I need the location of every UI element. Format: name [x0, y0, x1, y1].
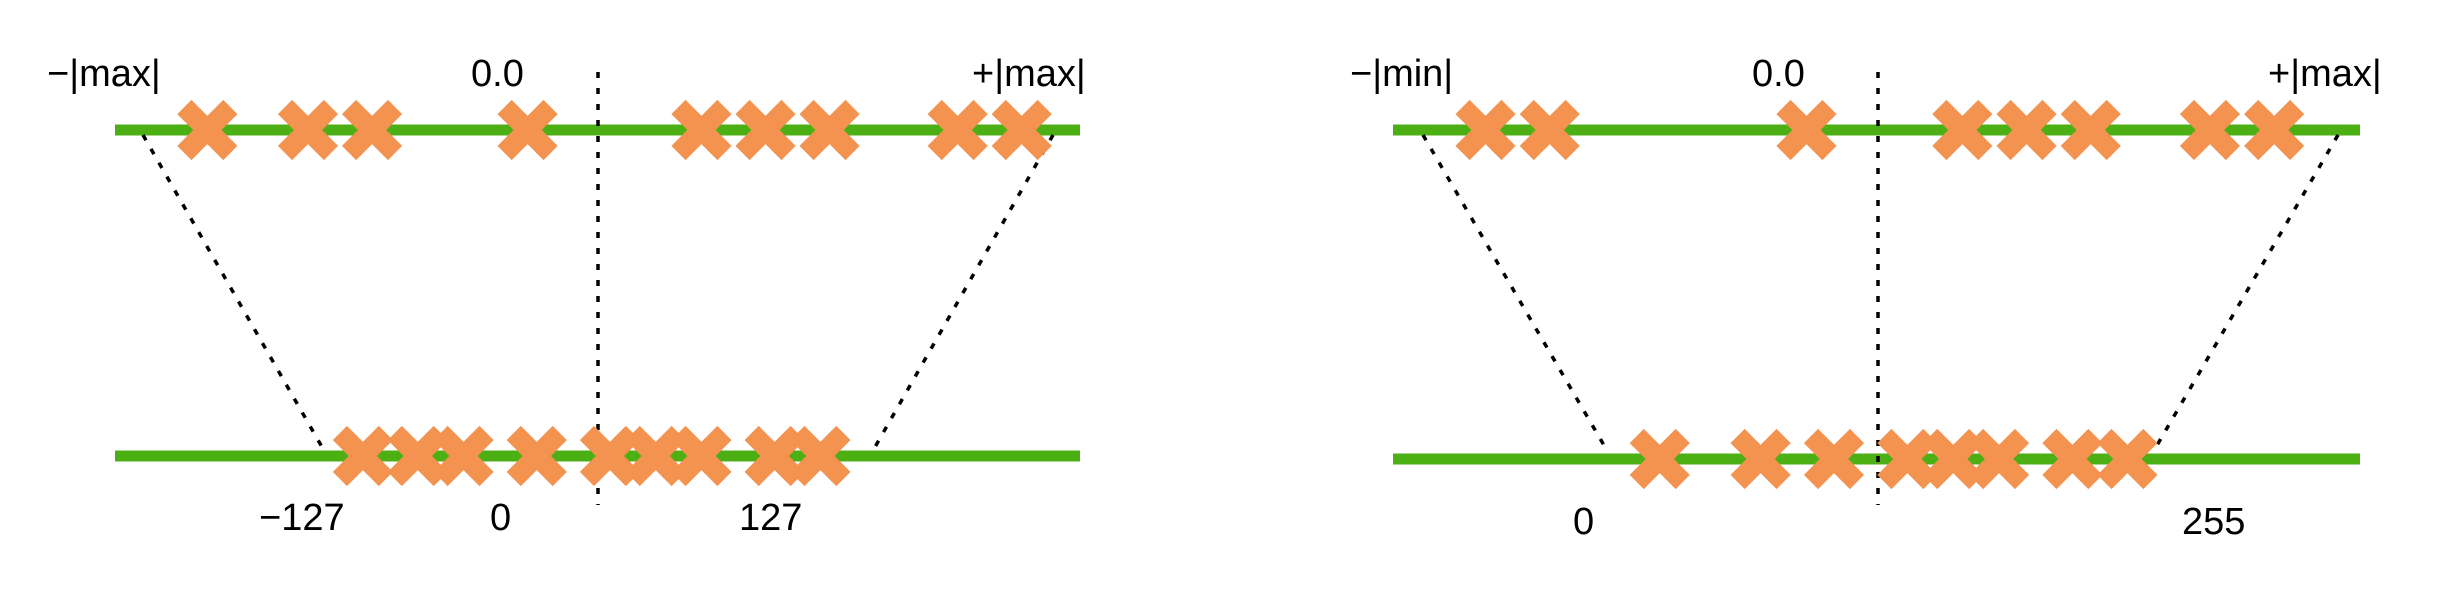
value-marker	[1877, 428, 1938, 490]
value-marker	[2097, 428, 2158, 490]
value-marker	[1923, 428, 1984, 490]
value-marker	[2042, 428, 2103, 490]
top-markers	[1455, 99, 2305, 161]
value-marker	[2244, 99, 2305, 161]
value-marker	[2060, 99, 2121, 161]
uint-max-label: 255	[2182, 501, 2245, 543]
uint-zero-label: 0	[1573, 501, 1594, 543]
value-marker	[1996, 99, 2057, 161]
pos-max-label: +|max|	[972, 53, 1086, 95]
value-marker	[332, 425, 393, 487]
value-marker	[671, 99, 732, 161]
zero-float-label: 0.0	[471, 53, 524, 95]
left-mapping-line	[141, 134, 324, 448]
value-marker	[1932, 99, 1993, 161]
value-marker	[799, 99, 860, 161]
value-marker	[277, 99, 339, 161]
bottom-markers	[1629, 428, 2158, 490]
value-marker	[1455, 99, 1516, 161]
bottom-markers	[332, 425, 851, 487]
int-min-label: −127	[259, 497, 345, 539]
right-mapping-line	[2154, 134, 2340, 448]
value-marker	[1519, 99, 1580, 161]
value-marker	[497, 99, 558, 161]
int-max-label: 127	[739, 497, 802, 539]
value-marker	[744, 425, 805, 487]
value-marker	[1803, 428, 1865, 490]
panel-asymmetric: −|min| 0.0 +|max| 0 255	[1350, 53, 2382, 543]
pos-max-label: +|max|	[2268, 53, 2382, 95]
value-marker	[790, 425, 851, 487]
top-markers	[177, 99, 1052, 161]
value-marker	[433, 425, 494, 487]
zero-float-label: 0.0	[1752, 53, 1805, 95]
value-marker	[1776, 99, 1837, 161]
value-marker	[625, 425, 686, 487]
neg-min-label: −|min|	[1350, 53, 1453, 95]
value-marker	[735, 99, 796, 161]
value-marker	[671, 425, 732, 487]
value-marker	[506, 425, 567, 487]
value-marker	[341, 99, 403, 161]
value-marker	[927, 99, 988, 161]
value-marker	[1968, 428, 2030, 490]
panel-symmetric: −|max| 0.0 +|max| −127 0 127	[47, 53, 1086, 539]
value-marker	[579, 425, 641, 487]
value-marker	[177, 99, 238, 161]
neg-max-label: −|max|	[47, 53, 161, 95]
value-marker	[1730, 428, 1791, 490]
value-marker	[387, 425, 448, 487]
value-marker	[1629, 428, 1690, 490]
value-marker	[991, 99, 1052, 161]
int-zero-label: 0	[490, 497, 511, 539]
value-marker	[2179, 99, 2241, 161]
left-mapping-line	[1421, 134, 1607, 448]
right-mapping-line	[873, 134, 1055, 448]
